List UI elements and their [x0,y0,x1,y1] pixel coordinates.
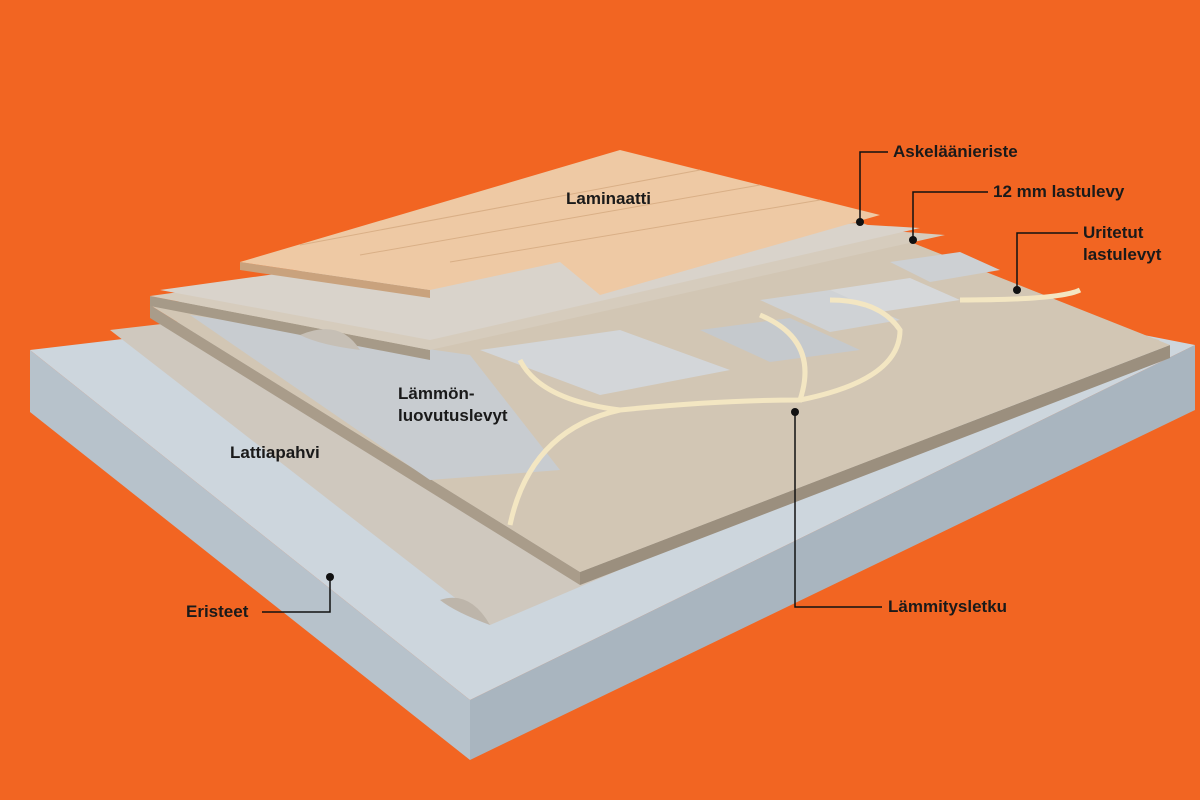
leader-lines [262,151,1078,613]
label-eristeet: Eristeet [186,602,249,621]
label-lammonluovutuslevyt: Lämmön- luovutuslevyt [398,383,508,427]
label-laminaatti: Laminaatti [566,189,652,208]
label-askelaanieriste: Askeläänieriste [893,142,1018,161]
label-lattiapahvi: Lattiapahvi [230,443,320,462]
heat-plate [890,252,1000,282]
heat-plate [700,318,860,362]
label-uritetut-lastulevyt: Uritetut lastulevyt [1083,222,1161,266]
heat-plate [190,315,560,480]
heating-pipe [507,287,1082,526]
label-line-2: lastulevyt [1083,245,1162,264]
label-line-1: Uritetut [1083,223,1144,242]
label-lammitysletku: Lämmitysletku [888,597,1008,616]
label-line-1: Lämmön- [398,384,475,403]
label-12mm-lastulevy: 12 mm lastulevy [993,182,1125,201]
heat-plate [760,290,900,332]
heat-plate [480,330,730,395]
label-line-2: luovutuslevyt [398,406,508,425]
laminate-layer [240,150,880,298]
